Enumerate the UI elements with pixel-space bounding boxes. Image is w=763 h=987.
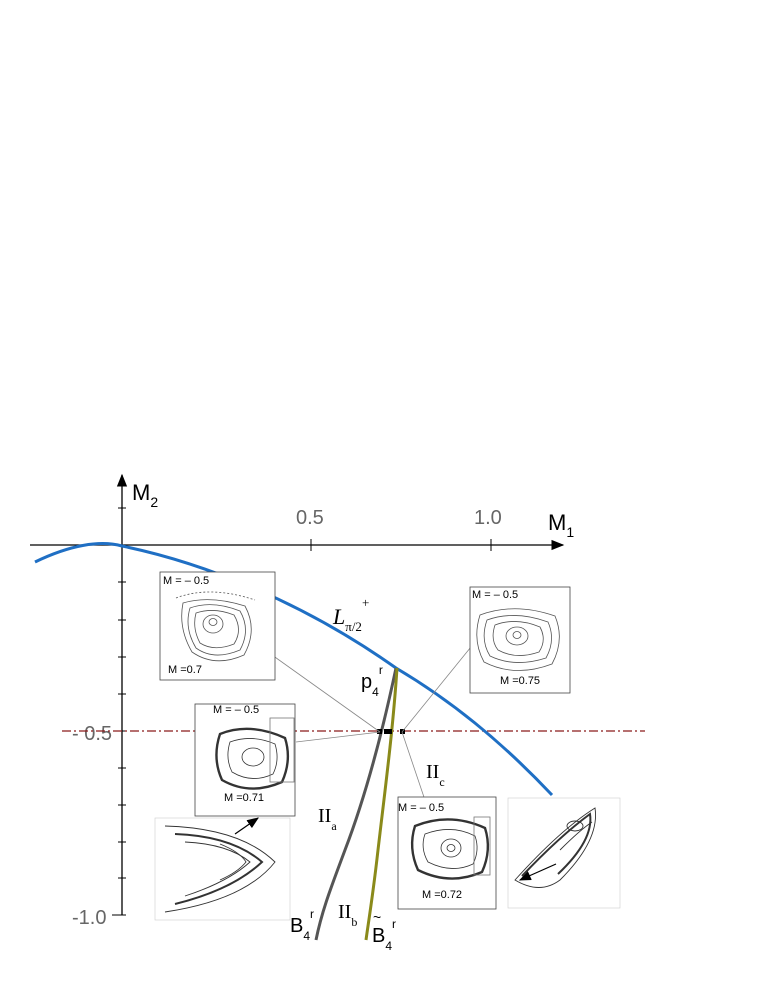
p4r-label: p4r xyxy=(361,663,383,699)
region-iib-label: IIb xyxy=(338,901,357,929)
svg-text:M = – 0.5: M = – 0.5 xyxy=(472,589,518,601)
x-tick-label-05: 0.5 xyxy=(296,507,324,529)
x-tick-label-10: 1.0 xyxy=(474,507,502,529)
svg-text:M =0.7: M =0.7 xyxy=(168,664,202,676)
x-axis-label: M1 xyxy=(548,510,574,540)
marker-mid xyxy=(384,729,392,734)
svg-text:M = – 0.5: M = – 0.5 xyxy=(213,704,259,716)
y-tick-label-05: - 0.5 xyxy=(72,723,112,745)
svg-text:M =0.75: M =0.75 xyxy=(500,675,540,687)
zoom-inset-left xyxy=(154,817,291,921)
svg-text:M =0.72: M =0.72 xyxy=(422,889,462,901)
inset-m1-072: M = – 0.5 M =0.72 xyxy=(397,796,497,910)
y-axis-ticks xyxy=(112,507,126,916)
svg-text:M =0.71: M =0.71 xyxy=(224,792,264,804)
b4r-tilde-curve xyxy=(364,667,399,941)
connector-lines xyxy=(257,641,476,816)
region-iic-label: IIc xyxy=(426,761,445,789)
b4r-label: B4r xyxy=(290,907,314,943)
region-iia-label: IIa xyxy=(318,805,337,833)
l-pi2-curve xyxy=(34,542,554,797)
l-curve-label: Lπ/2+ xyxy=(332,595,369,634)
svg-text:M = – 0.5: M = – 0.5 xyxy=(398,802,444,814)
svg-text:M = – 0.5: M = – 0.5 xyxy=(163,575,209,587)
b4r-curve xyxy=(314,667,398,941)
zoom-inset-right xyxy=(507,797,621,909)
y-tick-label-10: -1.0 xyxy=(72,907,106,929)
y-axis-label: M2 xyxy=(132,480,158,510)
inset-m1-070: M = – 0.5 M =0.7 xyxy=(159,571,276,681)
inset-m1-075: M = – 0.5 M =0.75 xyxy=(469,586,571,694)
inset-m1-071: M = – 0.5 M =0.71 xyxy=(194,703,296,817)
tilde-glyph: ~ xyxy=(373,909,381,925)
b4r-tilde-label: B4r xyxy=(372,917,396,953)
